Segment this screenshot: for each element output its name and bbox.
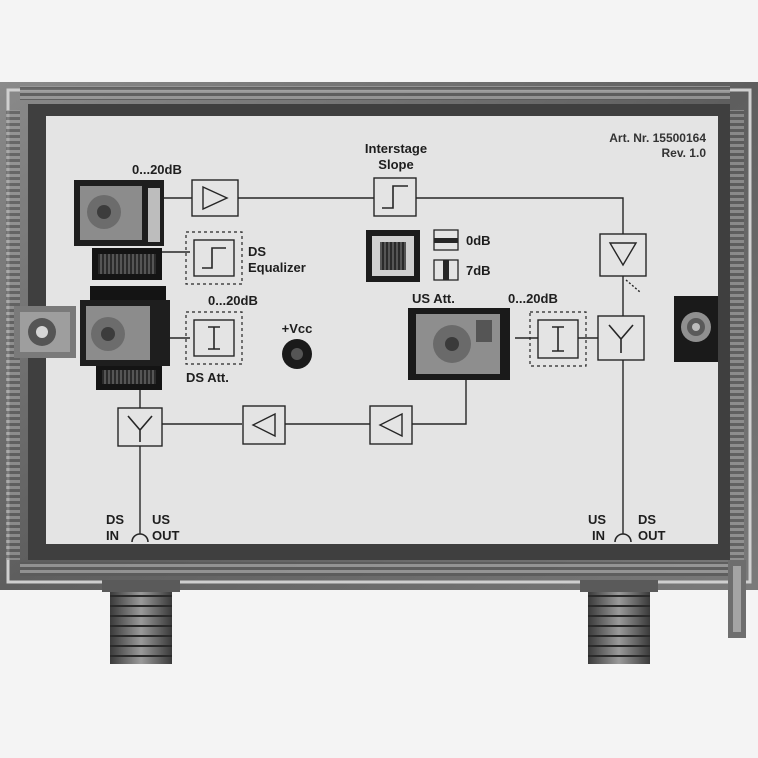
left-port-out-label: OUT	[152, 528, 180, 543]
vcc-label: +Vcc	[282, 321, 313, 336]
interstage-slope-symbol	[373, 177, 417, 217]
ds-equalizer-label: Equalizer	[248, 260, 306, 275]
ds-gain-range-label: 0...20dB	[132, 162, 182, 177]
jumper-legend-0db-icon	[433, 229, 459, 251]
left-port-in-label: IN	[106, 528, 119, 543]
right-port-symbol	[614, 533, 632, 543]
slope-jumper[interactable]	[366, 230, 420, 282]
left-port-us-label: US	[152, 512, 170, 527]
vcc-test-point[interactable]	[282, 339, 312, 369]
right-f-connector[interactable]	[580, 580, 658, 664]
ds-gain-potentiometer[interactable]	[74, 180, 164, 280]
left-f-connector[interactable]	[102, 580, 180, 664]
ds-amplifier-symbol	[191, 179, 239, 217]
ds-att-potentiometer[interactable]	[80, 286, 170, 390]
right-diplexer-symbol	[597, 315, 645, 361]
jumper-7db-label: 7dB	[466, 263, 491, 278]
left-port-symbol	[131, 533, 149, 543]
left-port-ds-label: DS	[106, 512, 124, 527]
slope-label: Slope	[378, 157, 413, 172]
us-att-label: US Att.	[412, 291, 455, 306]
jumper-0db-label: 0dB	[466, 233, 491, 248]
right-port-in-label: IN	[592, 528, 605, 543]
us-amplifier-2-symbol	[369, 405, 413, 445]
revision: Rev. 1.0	[662, 146, 707, 160]
ds-att-range-label: 0...20dB	[208, 293, 258, 308]
ds-equalizer-ds-label: DS	[248, 244, 266, 259]
right-port-us-label: US	[588, 512, 606, 527]
ds-attenuator-symbol	[185, 311, 243, 365]
us-amplifier-1-symbol	[242, 405, 286, 445]
ds-equalizer-symbol	[185, 231, 243, 285]
ds-output-amplifier-symbol	[599, 233, 647, 277]
right-test-port[interactable]	[674, 296, 718, 362]
left-diplexer-symbol	[117, 407, 163, 447]
left-side-connector[interactable]	[14, 306, 76, 358]
interstage-label: Interstage	[365, 141, 427, 156]
right-port-out-label: OUT	[638, 528, 666, 543]
ds-att-label: DS Att.	[186, 370, 229, 385]
jumper-legend-7db-icon	[433, 259, 459, 281]
right-port-ds-label: DS	[638, 512, 656, 527]
us-att-range-label: 0...20dB	[508, 291, 558, 306]
us-att-potentiometer[interactable]	[408, 308, 510, 380]
us-attenuator-symbol	[529, 311, 587, 367]
article-number: Art. Nr. 15500164	[609, 131, 706, 145]
